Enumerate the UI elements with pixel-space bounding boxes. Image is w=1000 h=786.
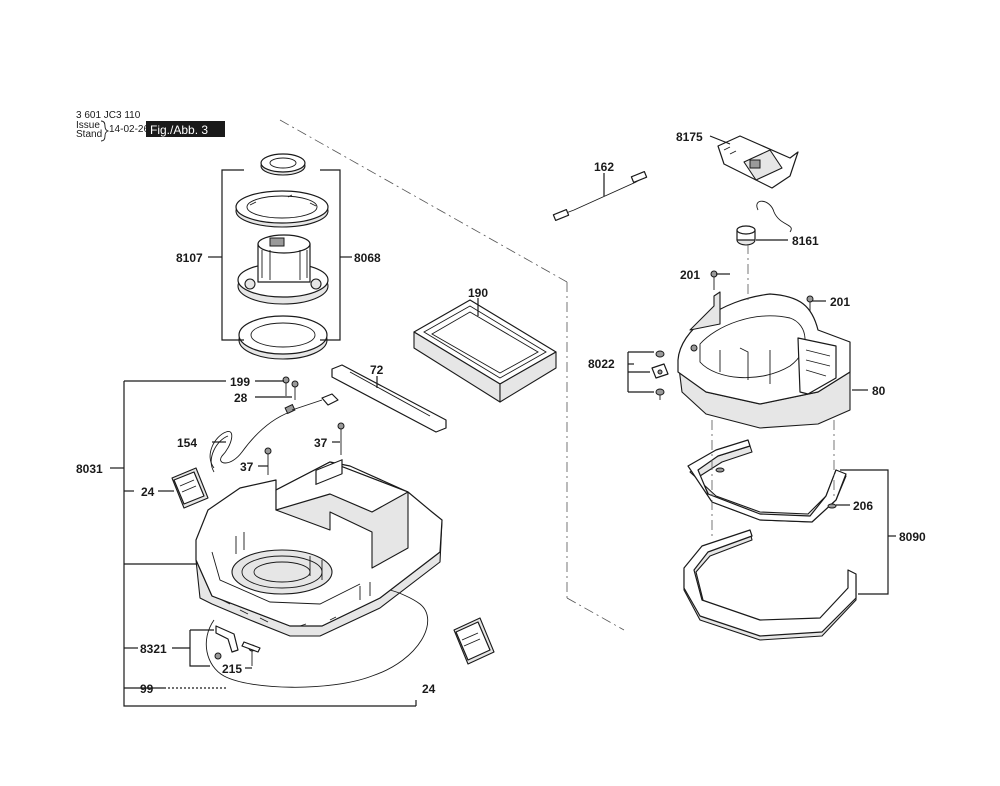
group-divider [279,119,625,631]
issue-date: 14-02-26 [109,124,149,135]
cartridge-filter [413,298,557,403]
brace-icon [100,120,110,142]
right-leader-tree [711,244,896,595]
header-block: 3 601 JC3 110 Issue Stand 14-02-26 Fig./… [76,110,225,142]
label-8321: 8321 [140,642,167,656]
latch-clip-right [453,617,495,665]
bottom-seal-ring [238,315,328,360]
bracket-8068 [320,169,341,341]
motor-unit [237,234,329,305]
motor-gasket-ring [235,190,329,228]
label-162: 162 [594,160,614,174]
power-cable [209,393,339,473]
label-24-left: 24 [141,485,155,499]
label-37-lower: 37 [240,460,254,474]
label-8107: 8107 [176,251,203,265]
bracket-8107 [221,169,244,341]
cover-strip [331,364,447,433]
latch-clip-left [171,467,209,509]
screw-37-upper [337,422,345,455]
label-8161: 8161 [792,234,819,248]
label-8175: 8175 [676,130,703,144]
screw-28 [291,380,299,400]
label-154: 154 [177,436,197,450]
top-seal-ring [260,153,306,176]
issue-label: Issue [76,120,100,131]
left-leader-tree [110,380,417,707]
stand-label: Stand [76,129,102,140]
part-labels: 8175 162 8161 201 201 8022 80 206 8090 8… [76,130,926,696]
label-201-left: 201 [680,268,700,282]
figure-badge [146,121,225,137]
label-8090: 8090 [899,530,926,544]
screws [264,270,814,475]
container-top [677,291,868,429]
label-28: 28 [234,391,248,405]
label-215: 215 [222,662,242,676]
clip-8321 [214,625,261,666]
figure-label: Fig./Abb. 3 [150,123,208,137]
electronics-board [709,135,799,189]
wire-162 [552,170,648,222]
label-201-right: 201 [830,295,850,309]
base-housing [195,459,443,637]
switch-8161 [736,200,792,246]
screw-37-lower [264,447,272,475]
label-99: 99 [140,682,154,696]
label-206: 206 [853,499,873,513]
screw-199 [282,376,290,396]
label-80: 80 [872,384,886,398]
label-37-upper: 37 [314,436,328,450]
model-number: 3 601 JC3 110 [76,110,141,121]
label-24-right: 24 [422,682,436,696]
seal-cord [205,589,429,688]
motor-assembly [208,153,352,360]
label-190: 190 [468,286,488,300]
label-72: 72 [370,363,384,377]
label-199: 199 [230,375,250,389]
screw-set-8022 [627,350,669,400]
label-8022: 8022 [588,357,615,371]
label-8068: 8068 [354,251,381,265]
screw-201-right [806,295,814,316]
label-8031: 8031 [76,462,103,476]
container-seal-band [687,439,847,523]
container-bottom-shell [683,529,857,641]
